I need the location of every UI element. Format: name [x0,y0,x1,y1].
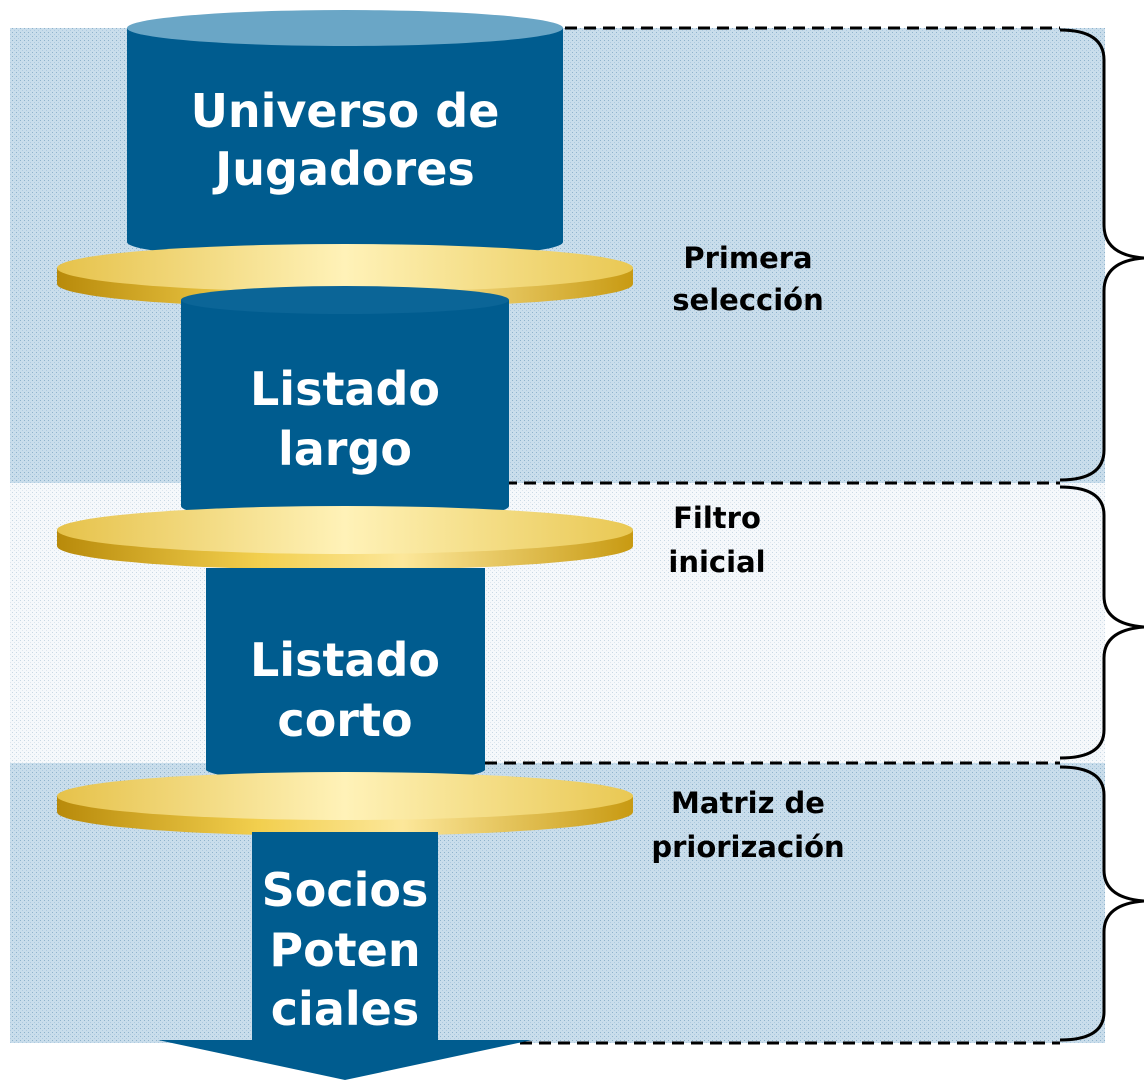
cylinder-label-universo-1: Universo de [191,84,500,138]
arrow-label-socios-1: Socios [262,863,429,917]
filter-label-matriz-1: Matriz de [671,786,825,820]
disc-matriz-priorizacion [57,772,633,836]
cylinder-label-corto-1: Listado [250,633,440,687]
cylinder-listado-largo [181,286,509,522]
filter-label-filtro-2: inicial [668,545,765,579]
cylinder-label-largo-1: Listado [250,362,440,416]
disc-filtro-inicial [57,506,633,570]
cylinder-label-corto-2: corto [277,693,412,747]
filter-label-primera-2: selección [672,283,823,317]
socios-arrow [158,832,532,1080]
cylinder-universo [127,10,563,260]
brace-1 [1059,28,1144,482]
cylinder-label-largo-2: largo [278,422,412,476]
arrow-label-socios-2: Poten [269,923,420,977]
filter-label-filtro-1: Filtro [673,501,761,535]
cylinder-listado-corto [206,568,485,783]
brace-3 [1059,765,1144,1042]
arrow-label-socios-3: ciales [271,982,419,1036]
filter-label-primera-1: Primera [683,241,812,275]
cylinder-label-universo-2: Jugadores [212,142,475,196]
filter-label-matriz-2: priorización [651,830,844,864]
brace-2 [1059,485,1144,760]
